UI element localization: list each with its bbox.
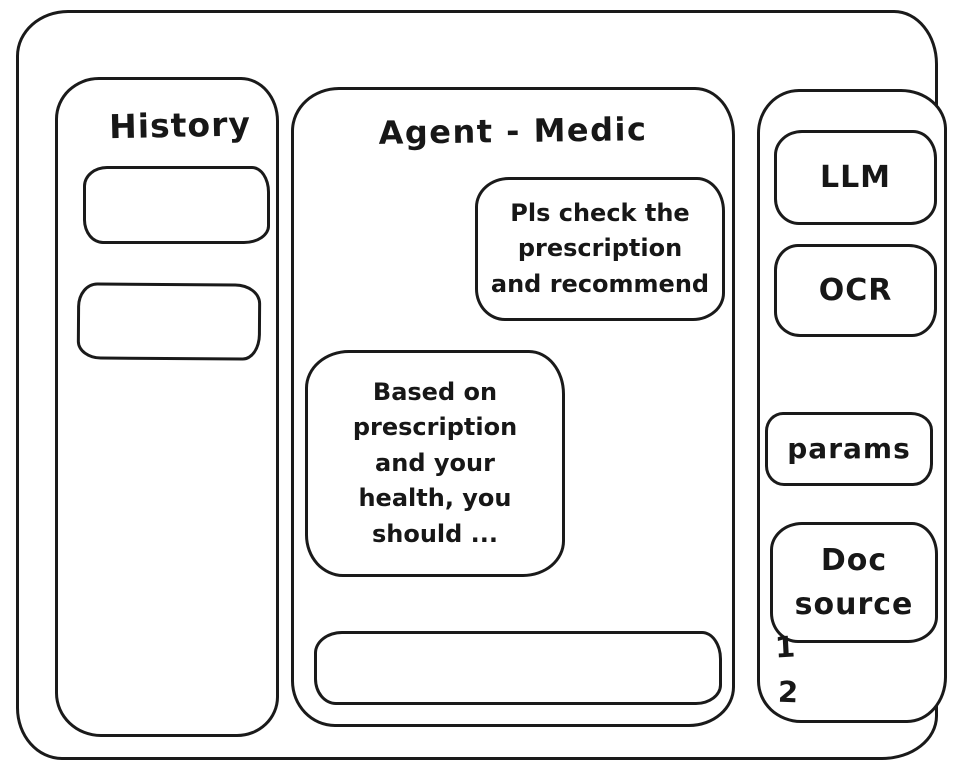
doc-source-item-2[interactable]: 2 (777, 674, 799, 710)
tools-sidebar: LLM OCR params Doc source 1 2 (757, 89, 947, 723)
message-input[interactable] (314, 631, 722, 705)
window-frame: History Agent - Medic Pls check the pres… (16, 10, 947, 760)
history-item[interactable] (76, 282, 262, 361)
llm-button[interactable]: LLM (774, 130, 937, 225)
history-title: History (108, 104, 252, 147)
assistant-message-bubble: Based on prescription and your health, y… (305, 350, 565, 577)
chat-title: Agent - Medic (378, 110, 648, 152)
assistant-message-text: Based on prescription and your health, y… (352, 377, 518, 548)
user-message-bubble: Pls check the prescription and recommend (475, 177, 725, 321)
chat-panel: Agent - Medic Pls check the prescription… (291, 87, 735, 727)
ocr-button[interactable]: OCR (774, 244, 937, 337)
history-item[interactable] (83, 166, 270, 244)
history-sidebar: History (55, 77, 279, 737)
user-message-text: Pls check the prescription and recommend (490, 198, 710, 298)
params-button[interactable]: params (765, 412, 933, 486)
doc-source-button[interactable]: Doc source (770, 522, 938, 643)
doc-source-item-1[interactable]: 1 (774, 629, 797, 665)
